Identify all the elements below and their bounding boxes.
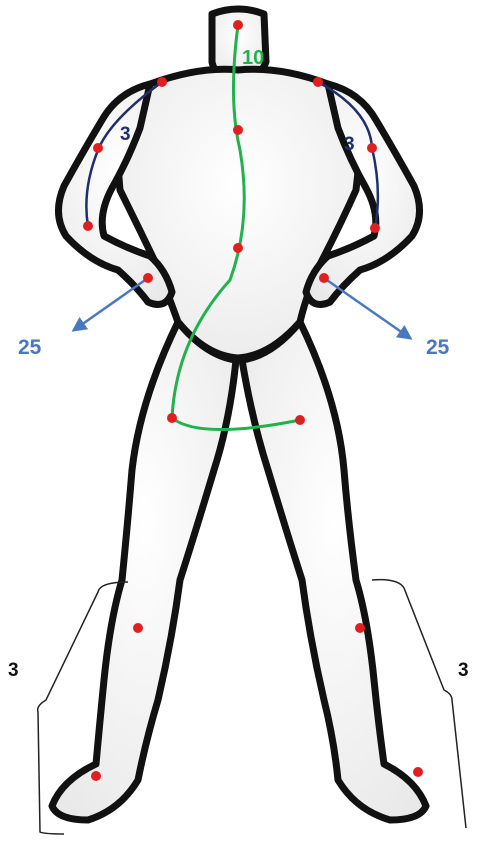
spine-label: 10 [242, 47, 264, 69]
joint-right-hip [295, 415, 305, 425]
joint-right-elbow [367, 143, 377, 153]
left-arm-label: 3 [120, 124, 131, 145]
joint-right-ankle [413, 767, 423, 777]
left-leg-shape [52, 322, 236, 820]
joint-waist [233, 243, 243, 253]
left-hand-arrow [74, 278, 148, 330]
joint-left-hand [143, 273, 153, 283]
joint-left-wrist [83, 221, 93, 231]
left-hand-label: 25 [18, 336, 42, 359]
left-leg-label: 3 [8, 660, 19, 681]
right-arm-label: 3 [344, 134, 355, 155]
torso-shape [114, 69, 364, 358]
joint-left-knee [133, 623, 143, 633]
joint-left-ankle [91, 771, 101, 781]
right-leg-shape [242, 322, 426, 820]
right-hand-arrow [324, 278, 410, 338]
joint-right-shoulder [313, 77, 323, 87]
joint-chest [233, 125, 243, 135]
right-leg-label: 3 [458, 660, 469, 681]
right-hand-label: 25 [426, 336, 450, 359]
joint-right-knee [355, 623, 365, 633]
joint-right-wrist [370, 223, 380, 233]
joint-head [233, 20, 243, 30]
joint-left-elbow [93, 143, 103, 153]
joint-right-hand [319, 273, 329, 283]
joint-left-shoulder [157, 77, 167, 87]
joint-left-hip [167, 413, 177, 423]
